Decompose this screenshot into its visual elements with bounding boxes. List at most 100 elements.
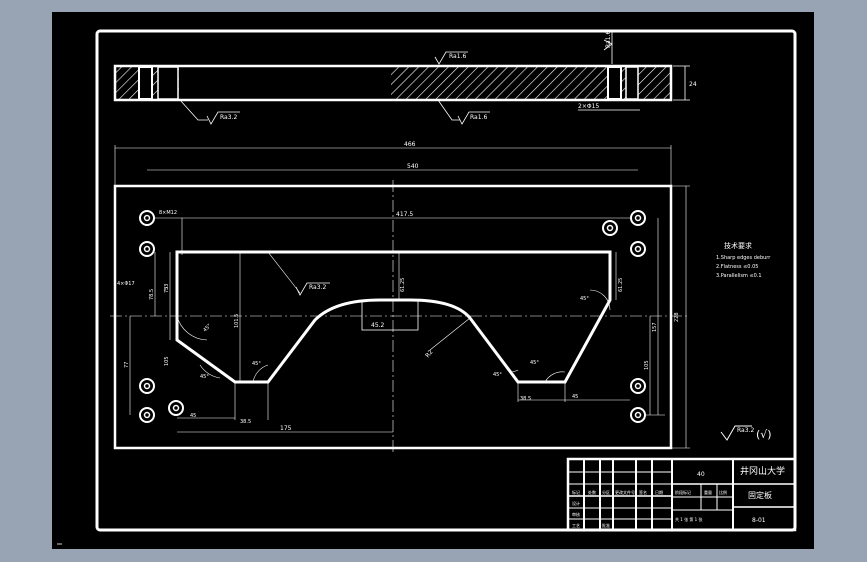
front-view: 466 540 45.2 <box>110 141 690 455</box>
left-ref-3: 73 <box>164 287 170 293</box>
hole-bl-3 <box>168 400 184 416</box>
angle-4: 45° <box>530 360 539 366</box>
mid-slot-label: 45.2 <box>371 322 385 329</box>
side-view-hole-2 <box>157 66 179 100</box>
center-slot-dim <box>361 299 419 331</box>
sheet-border <box>95 29 797 532</box>
leader-left <box>179 99 208 121</box>
roughness-sym-bottom <box>457 111 490 125</box>
hole-br-1 <box>630 378 646 394</box>
label-sheet: 共 1 张 第 1 张 <box>675 516 702 522</box>
roughness-sym-right <box>603 39 613 51</box>
hole-tl-2-inner <box>143 245 151 253</box>
label-mark: 标记 <box>572 489 580 495</box>
overall-length: 466 <box>404 141 416 148</box>
radius-leader <box>429 317 471 351</box>
angle-arc-3 <box>509 369 519 373</box>
thickness-label: 24 <box>689 81 697 88</box>
label-scale: 比例 <box>719 489 727 495</box>
roughness-sym-top <box>434 51 468 65</box>
hole-bl-3-inner <box>172 404 180 412</box>
hole-br-2-inner <box>634 411 642 419</box>
left-ref-7: 53 <box>164 284 170 290</box>
label-sign: 签名 <box>639 489 647 495</box>
angle-2: 45° <box>252 361 261 367</box>
hole-tr-1-inner <box>634 214 642 222</box>
bottom-left-h: 45 <box>190 413 196 419</box>
inner-length: 540 <box>407 163 419 170</box>
hole-bl-2-inner <box>143 411 151 419</box>
roughness-slot: Ra3.2 <box>309 284 326 291</box>
hole-bl-1-inner <box>143 382 151 390</box>
roughness-leader-front <box>267 251 301 294</box>
general-roughness-suffix: (√) <box>756 428 772 441</box>
side-view-hatch-mid <box>391 67 607 99</box>
hole-tl-1 <box>139 210 155 226</box>
left-ref-4: 78.5 <box>149 289 155 300</box>
general-roughness-value: Ra3.2 <box>737 427 754 434</box>
roughness-sym-slot <box>295 282 330 296</box>
material: 40 <box>697 471 705 478</box>
right-bottom-h: 45 <box>572 394 578 400</box>
angle-arc-4 <box>544 371 566 383</box>
label-process: 工艺 <box>572 523 580 528</box>
right-height: 157 <box>652 322 658 332</box>
label-change: 更改文件号 <box>615 489 635 495</box>
label-approve: 批准 <box>602 522 610 528</box>
tech-requirements: 技术要求 1.Sharp edges deburr 2.Flatness ≤0.… <box>716 241 771 279</box>
right-bottom-w: 38.5 <box>520 396 531 402</box>
bottom-run: 175 <box>280 425 292 432</box>
label-weight: 重量 <box>704 489 712 495</box>
title-block <box>566 457 797 532</box>
left-ref-5: 77 <box>124 362 130 368</box>
university: 井冈山大学 <box>740 465 785 477</box>
drawing-no: 8-01 <box>752 517 766 524</box>
tech-req-heading: 技术要求 <box>724 241 752 250</box>
bottom-left-w: 38.5 <box>240 419 251 425</box>
side-view-hole-note: 2×Φ15 <box>578 103 599 110</box>
hole-tl-1-inner <box>143 214 151 222</box>
roughness-top: Ra1.6 <box>449 53 466 60</box>
angle-arc-5 <box>589 289 611 311</box>
label-zone: 分区 <box>602 489 610 495</box>
side-view: 24 Ra3.2 Ra1.6 Ra1.6 Ra1.6 2×Φ15 <box>113 30 697 125</box>
hole-br-1-inner <box>634 382 642 390</box>
hole-tr-2 <box>630 241 646 257</box>
label-stage: 阶段标记 <box>675 489 691 495</box>
roughness-left: Ra3.2 <box>220 114 237 121</box>
label-count: 处数 <box>588 489 596 495</box>
part-name: 固定板 <box>748 490 772 500</box>
label-date: 日期 <box>655 489 663 495</box>
angle-arc-6 <box>199 364 221 379</box>
left-ref-6: 105 <box>164 356 170 366</box>
general-roughness-symbol <box>720 425 752 441</box>
tech-req-line-3: 3.Parallelism ≤0.1 <box>716 273 762 279</box>
hole-bl-2 <box>139 407 155 423</box>
tech-req-line-1: 1.Sharp edges deburr <box>716 255 771 261</box>
roughness-right: Ra1.6 <box>605 31 612 48</box>
pocket-height: 61.25 <box>400 278 406 292</box>
label-check: 审核 <box>572 511 580 517</box>
general-roughness: Ra3.2 (√) <box>720 425 772 441</box>
side-view-hole-3 <box>607 66 622 100</box>
hole-tr-2-inner <box>634 245 642 253</box>
label-design: 设计 <box>572 500 580 506</box>
side-view-hole-1 <box>138 66 153 100</box>
angle-6: 45° <box>200 374 209 380</box>
hole-bl-1 <box>139 378 155 394</box>
right-side-h: 61.25 <box>618 278 624 292</box>
overall-height: 228 <box>674 312 680 322</box>
dimension-lines <box>129 185 690 449</box>
right-lower: 105 <box>644 360 650 370</box>
hole-tr-1 <box>630 210 646 226</box>
left-ref-1: 8×M12 <box>159 210 177 216</box>
roughness-bottom: Ra1.6 <box>470 114 487 121</box>
hole-tr-3 <box>602 220 618 236</box>
title-block-text: 40 井冈山大学 固定板 8-01 标记 处数 分区 更改文件号 签名 日期 设… <box>572 465 785 528</box>
hole-tr-3-inner <box>606 224 614 232</box>
pocket-depth: 101.5 <box>234 314 240 328</box>
angle-arc-1 <box>176 315 208 341</box>
radius-label: R2 <box>424 349 435 360</box>
